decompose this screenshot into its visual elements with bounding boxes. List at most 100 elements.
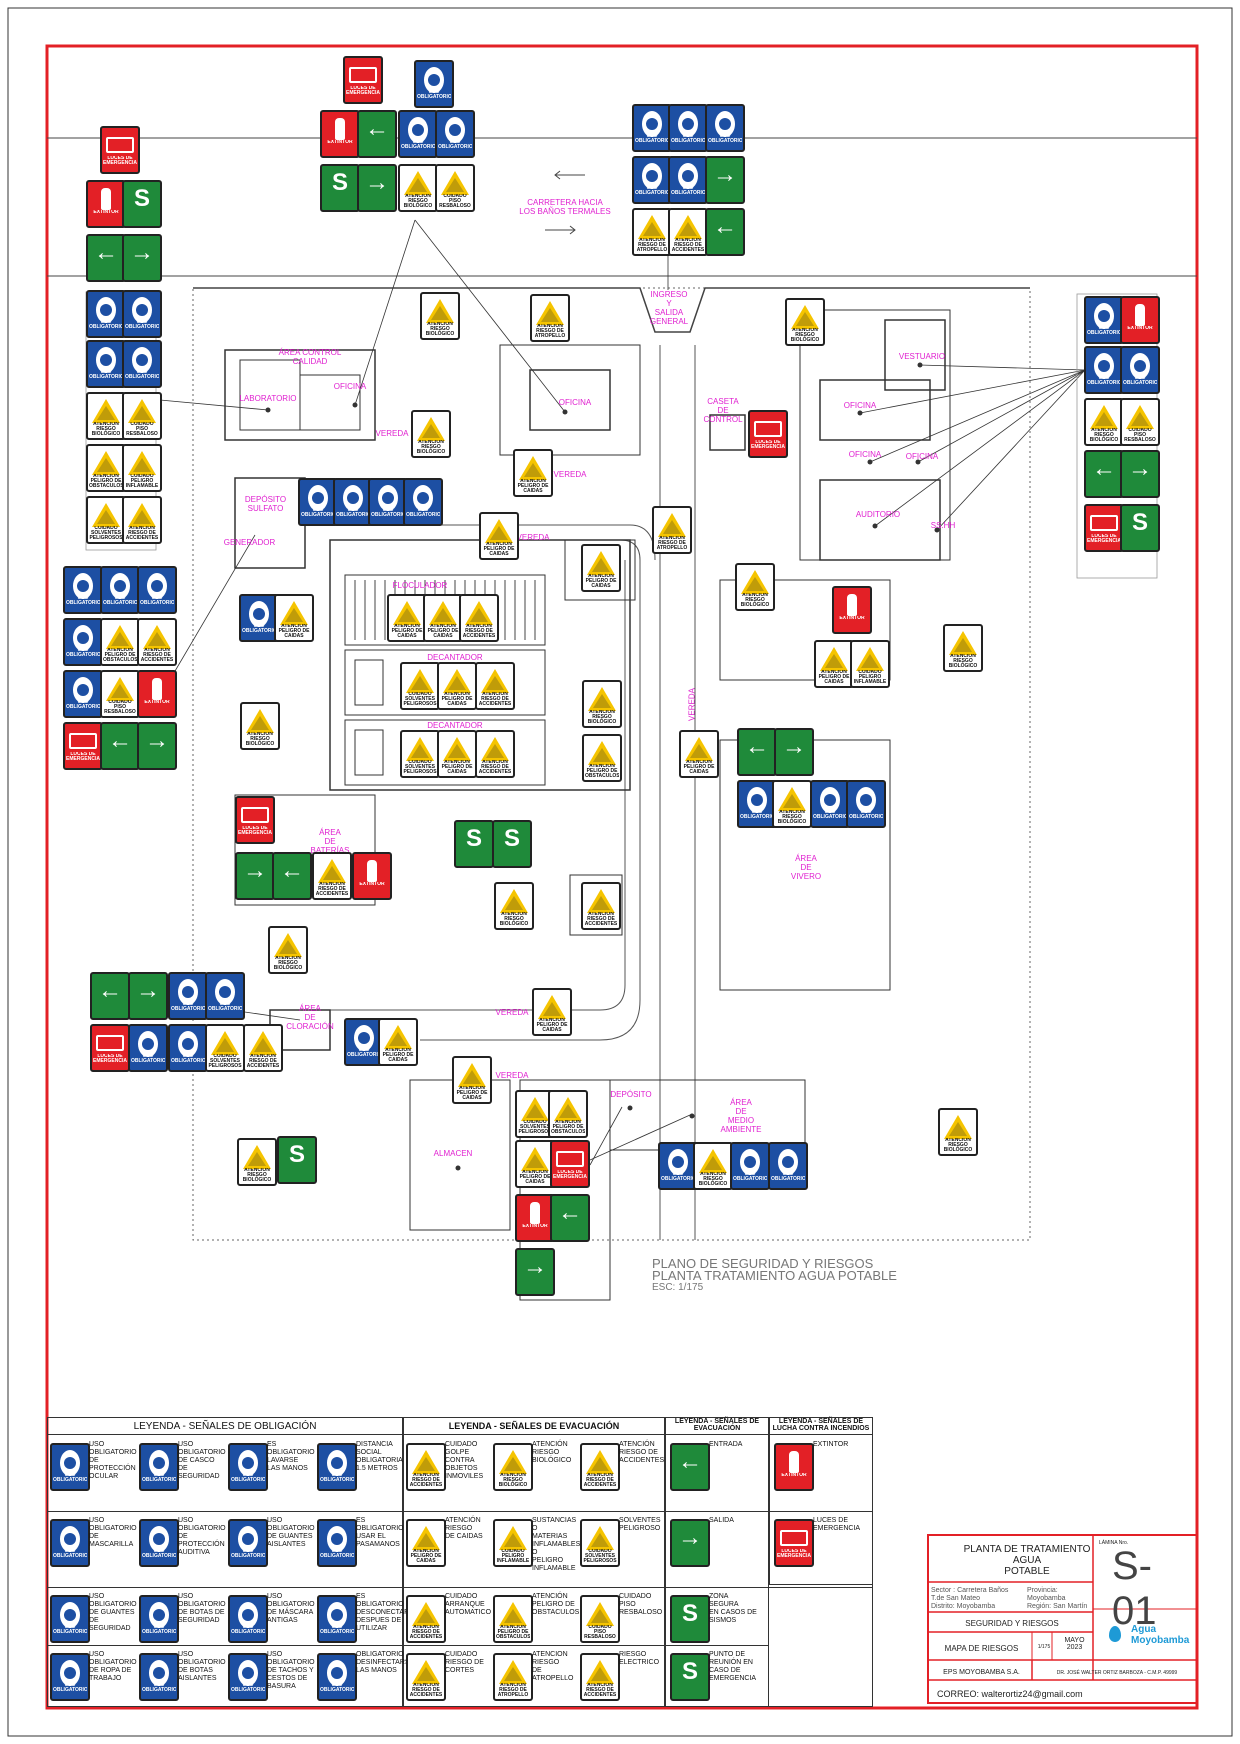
area-label: ALMACEN <box>433 1149 473 1158</box>
emergency-light-icon <box>67 726 99 755</box>
red-sign: LUCES DE EMERGENCIA <box>90 1024 130 1072</box>
sign-label: USO OBLIGATORIO <box>53 1625 87 1635</box>
mandatory-icon <box>443 115 467 145</box>
yellow-sign: CUIDADO SOLVENTES PELIGROSOS <box>86 496 126 544</box>
arrow-left-icon: ← <box>280 856 304 884</box>
blue-sign: USO OBLIGATORIO <box>63 618 103 666</box>
sign-label: CUIDADO PISO RESBALOSO <box>584 1625 616 1639</box>
arrow-right-icon: → <box>523 1252 547 1280</box>
warning-triangle-icon <box>458 1062 486 1087</box>
mandatory-icon <box>58 1448 82 1478</box>
yellow-legend-sign: ATENCION RIESGO BIOLÓGICO <box>493 1443 533 1491</box>
mandatory-icon <box>341 483 365 513</box>
warning-triangle-icon <box>429 600 457 625</box>
arrow-right-icon: → <box>365 168 389 196</box>
blue-sign: USO OBLIGATORIO <box>668 104 708 152</box>
sign-label <box>1123 534 1157 548</box>
blue-sign: USO OBLIGATORIO <box>137 566 177 614</box>
warning-triangle-icon <box>485 518 513 543</box>
blue-sign: USO OBLIGATORIO <box>122 340 162 388</box>
yellow-sign: ATENCION PELIGRO DE OBSTACULOS <box>548 1090 588 1138</box>
red-sign: LUCES DE EMERGENCIA <box>100 126 140 174</box>
sign-label: USO OBLIGATORIO <box>142 1625 176 1635</box>
legend-description: USO OBLIGATORIO DE TACHOS Y CESTOS DE BA… <box>267 1651 315 1690</box>
sign-label: USO OBLIGATORIO <box>401 140 435 150</box>
blue-sign: USO OBLIGATORIO <box>632 156 672 204</box>
sign-label <box>140 752 174 766</box>
sign-label: LUCES DE EMERGENCIA <box>1087 534 1121 544</box>
green-sign: → <box>515 1248 555 1296</box>
green-sign: ← <box>90 972 130 1020</box>
sign-label: USO OBLIGATORIO <box>125 320 159 330</box>
sign-label: CUIDADO SOLVENTES PELIGROSOS <box>583 1549 617 1563</box>
mandatory-icon <box>676 109 700 139</box>
email: CORREO: walterortiz24@gmail.com <box>937 1689 1083 1699</box>
blue-sign: USO OBLIGATORIO <box>398 110 438 158</box>
red-legend-sign: LUCES DE EMERGENCIA <box>774 1519 814 1567</box>
sign-label: LUCES DE EMERGENCIA <box>238 826 272 836</box>
yellow-sign: ATENCION PELIGRO DE CAIDAS <box>581 544 621 592</box>
legend-description: SALIDA <box>709 1517 734 1524</box>
sign-label: LUCES DE EMERGENCIA <box>777 1549 811 1559</box>
sign-label: USO OBLIGATORIO <box>171 1054 205 1064</box>
green-sign: S <box>454 820 494 868</box>
warning-triangle-icon <box>128 502 156 527</box>
warning-triangle-icon <box>443 668 471 693</box>
arrow-right-icon: → <box>243 856 267 884</box>
warning-triangle-icon <box>949 630 977 655</box>
area-label: DEPÓSITO SULFATO <box>244 495 287 513</box>
yellow-legend-sign: ATENCION RIESGO DE ACCIDENTES <box>406 1653 446 1701</box>
warning-triangle-icon <box>318 858 346 883</box>
sign-label: USO OBLIGATORIO <box>417 90 451 100</box>
mandatory-icon <box>676 161 700 191</box>
area-label: SS.HH <box>930 521 956 530</box>
blue-legend-sign: USO OBLIGATORIO <box>317 1653 357 1701</box>
legend-fire-title: LEYENDA - SEÑALES DE LUCHA CONTRA INCEND… <box>772 1418 870 1432</box>
sign-label: USO OBLIGATORIO <box>320 1683 354 1693</box>
green-sign: ← <box>86 234 126 282</box>
legend-evacuation-title: LEYENDA - SEÑALES DE EVACUACIÓN <box>448 1421 620 1431</box>
sign-label: ATENCION PELIGRO DE CAIDAS <box>483 542 515 556</box>
title-block: PLANTA DE TRATAMIENTO AGUA POTABLE LÁMIN… <box>927 1534 1198 1704</box>
area-label: LABORATORIO <box>239 394 297 403</box>
mandatory-icon <box>247 599 271 629</box>
yellow-sign: ATENCION PELIGRO DE OBSTACULOS <box>86 444 126 492</box>
legend-description: USO OBLIGATORIO DE BOTAS AISLANTES <box>178 1651 226 1682</box>
sign-label: ATENCION PELIGRO DE CAIDAS <box>278 624 310 638</box>
sign-label: ATENCION PELIGRO DE OBSTACULOS <box>551 1120 585 1134</box>
fire-extinguisher-icon <box>90 184 122 213</box>
mandatory-icon <box>130 345 154 375</box>
sign-label <box>518 1278 552 1292</box>
sign-label <box>740 758 774 772</box>
sign-label: ATENCION RIESGO DE ACCIDENTES <box>140 648 174 662</box>
legend-description: USO OBLIGATORIO DE ROPA DE TRABAJO <box>89 1651 137 1682</box>
sector-info: Sector : Carretera Baños T.de San Mateo … <box>931 1587 1009 1610</box>
yellow-sign: CUIDADO SOLVENTES PELIGROSOS <box>400 730 440 778</box>
green-sign: ← <box>100 722 140 770</box>
yellow-sign: ATENCION RIESGO DE ACCIDENTES <box>243 1024 283 1072</box>
yellow-sign: ATENCION PELIGRO DE CAIDAS <box>437 730 477 778</box>
emergency-light-icon <box>347 60 379 89</box>
area-label: VEREDA <box>495 1008 529 1017</box>
mandatory-icon <box>71 623 95 653</box>
blue-sign: USO OBLIGATORIO <box>705 104 745 152</box>
warning-triangle-icon <box>741 569 769 594</box>
mandatory-icon <box>325 1600 349 1630</box>
warning-triangle-icon <box>499 1525 527 1550</box>
sign-label: ATENCION RIESGO BIOLÓGICO <box>587 710 617 724</box>
emergency-light-icon <box>778 1523 810 1552</box>
legend-description: OBLIGATORIO DESINFECTARSE LAS MANOS <box>356 1651 415 1674</box>
sign-label <box>93 1002 127 1016</box>
yellow-sign: ATENCION RIESGO BIOLÓGICO <box>237 1138 277 1186</box>
yellow-sign: ATENCION PELIGRO DE CAIDAS <box>479 512 519 560</box>
legend-description: USO OBLIGATORIO DE MÁSCARA ANTIGAS <box>267 1593 315 1624</box>
sign-label: CUIDADO SOLVENTES PELIGROSOS <box>208 1054 242 1068</box>
green-sign: → <box>137 722 177 770</box>
mandatory-icon <box>71 571 95 601</box>
sign-label: USO OBLIGATORIO <box>53 1549 87 1559</box>
project-name: PLANTA DE TRATAMIENTO AGUA POTABLE <box>963 1544 1091 1577</box>
sign-label <box>360 194 394 208</box>
mandatory-icon <box>108 571 132 601</box>
mandatory-icon <box>94 345 118 375</box>
